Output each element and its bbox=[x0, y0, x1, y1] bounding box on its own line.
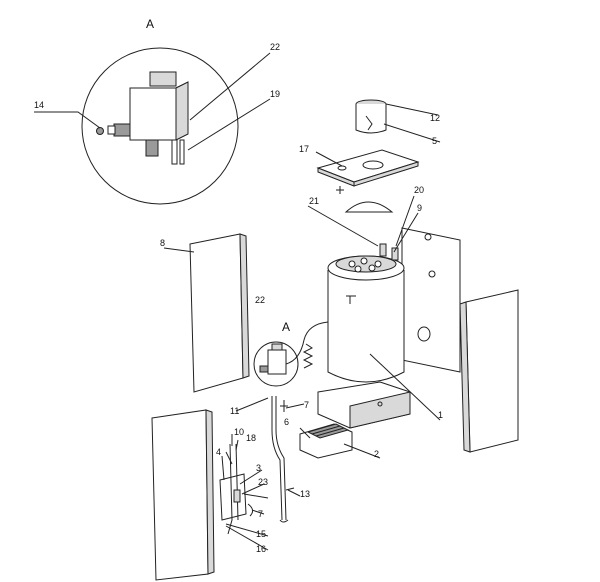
part-label-18: 18 bbox=[246, 433, 256, 443]
part-label-7: 7 bbox=[304, 400, 309, 410]
part-label-11: 11 bbox=[230, 406, 239, 416]
callout-circle bbox=[253, 341, 299, 387]
part-label-15: 15 bbox=[256, 529, 266, 539]
right-side-panel bbox=[465, 289, 519, 453]
front-panel bbox=[151, 409, 209, 581]
gas-pipes bbox=[219, 396, 295, 535]
part-label-10: 10 bbox=[234, 427, 244, 437]
callout-label: A bbox=[282, 320, 290, 334]
vent-cup bbox=[355, 99, 387, 134]
part-label-16: 16 bbox=[256, 544, 266, 554]
part-label-20: 20 bbox=[414, 185, 424, 195]
top-parts bbox=[316, 99, 420, 213]
part-label-17: 17 bbox=[299, 144, 309, 154]
part-label-1: 1 bbox=[438, 410, 443, 420]
part-label-12: 12 bbox=[430, 113, 440, 123]
left-side-panel bbox=[189, 233, 244, 393]
part-label-9: 9 bbox=[417, 203, 422, 213]
detail-view-a: A bbox=[81, 17, 239, 205]
part-label-8: 8 bbox=[160, 238, 165, 248]
detail-view-label: A bbox=[146, 17, 154, 31]
part-label-7-second: 7 bbox=[258, 509, 263, 519]
dome-cap bbox=[344, 201, 394, 213]
o-ring bbox=[96, 127, 104, 135]
detail-circle bbox=[81, 47, 239, 205]
part-label-14: 14 bbox=[34, 100, 44, 110]
part-label-23: 23 bbox=[258, 477, 268, 487]
gas-valve-detail bbox=[96, 71, 189, 165]
rear-panel bbox=[401, 227, 461, 373]
pilot-bracket bbox=[219, 473, 247, 521]
gas-valve bbox=[253, 321, 329, 387]
part-label-19: 19 bbox=[270, 89, 280, 99]
part-label-5: 5 bbox=[432, 136, 437, 146]
burner bbox=[299, 423, 353, 459]
part-label-3: 3 bbox=[256, 463, 261, 473]
part-label-13: 13 bbox=[300, 489, 310, 499]
part-label-2: 2 bbox=[374, 449, 379, 459]
part-label-22-second: 22 bbox=[255, 295, 265, 305]
part-label-22: 22 bbox=[270, 42, 280, 52]
tank bbox=[327, 243, 405, 383]
leader-lines bbox=[34, 52, 441, 551]
part-labels: 22 19 14 12 5 17 20 21 9 8 22 A 1 11 7 6… bbox=[34, 42, 443, 554]
part-label-21: 21 bbox=[309, 196, 319, 206]
part-label-4: 4 bbox=[216, 447, 221, 457]
base-frame bbox=[317, 381, 411, 429]
part-label-6: 6 bbox=[284, 417, 289, 427]
